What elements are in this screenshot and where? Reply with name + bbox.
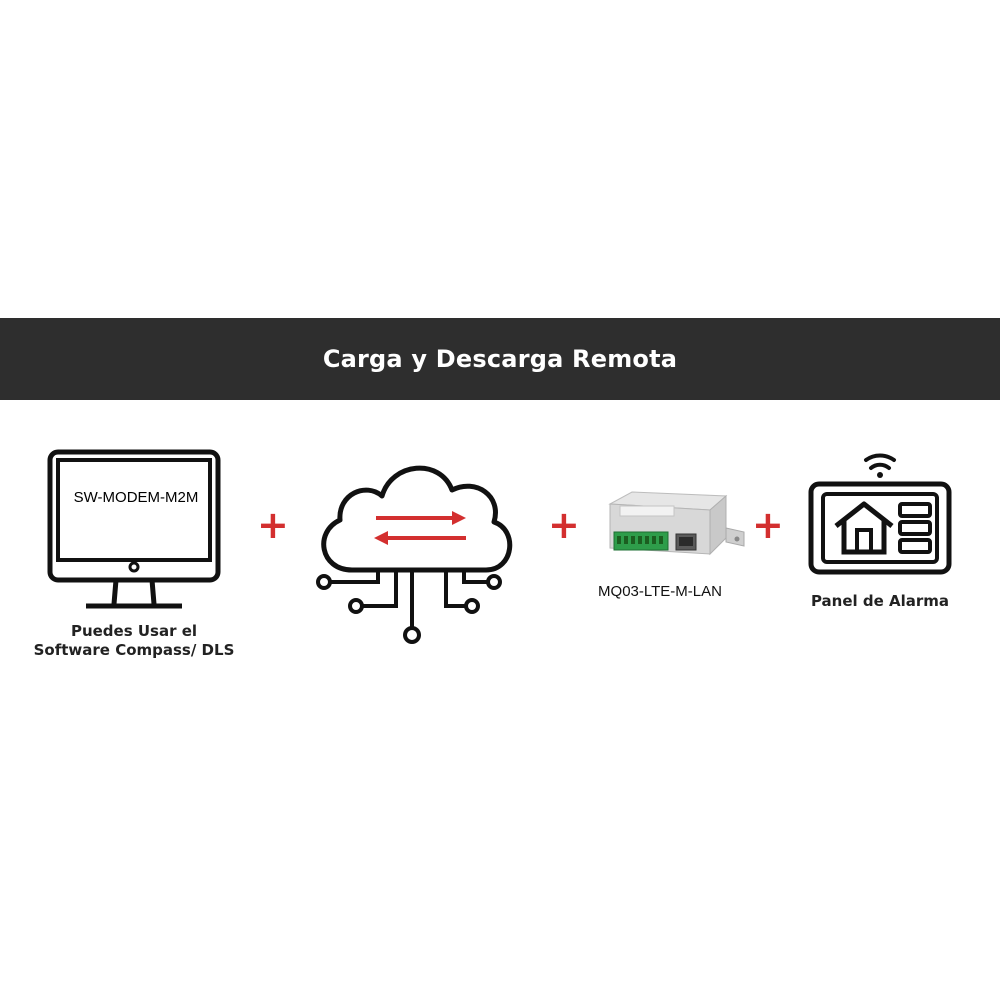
software-caption-line2: Software Compass/ DLS	[33, 641, 235, 659]
software-name: SW-MODEM-M2M	[73, 489, 199, 506]
monitor-icon	[47, 449, 221, 609]
modem-device-image	[608, 491, 745, 556]
alarm-panel-icon	[808, 453, 952, 575]
device-label: MQ03-LTE-M-LAN	[598, 583, 722, 600]
alarm-panel-caption: Panel de Alarma	[810, 592, 950, 610]
cloud-network-icon	[316, 465, 513, 644]
plus-connector-3: +	[752, 503, 784, 547]
plus-connector-1: +	[257, 503, 289, 547]
page-title: Carga y Descarga Remota	[322, 345, 678, 373]
header-banner: Carga y Descarga Remota	[0, 318, 1000, 400]
software-caption: Puedes Usar el Software Compass/ DLS	[14, 622, 254, 660]
software-caption-line1: Puedes Usar el	[70, 622, 198, 640]
plus-connector-2: +	[548, 503, 580, 547]
